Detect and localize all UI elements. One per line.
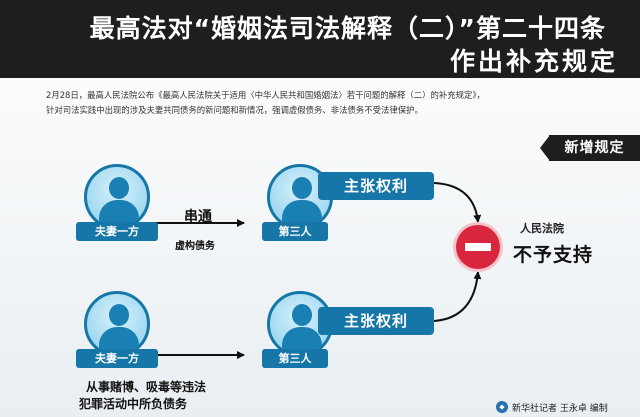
person-icon: [84, 164, 150, 230]
xinhua-logo-icon: ◆: [496, 401, 508, 413]
title-line-1: 最高法对“婚姻法司法解释（二）”第二十四条: [89, 14, 606, 43]
person-icon: [84, 291, 150, 357]
claim-rights-pill-2: 主张权利: [318, 307, 434, 335]
arrow-claim1-to-court: [433, 182, 482, 223]
new-rule-badge: 新增规定: [549, 135, 640, 161]
third-party-tag-2: 第三人: [262, 349, 328, 368]
claim-rights-pill-1: 主张权利: [318, 172, 434, 200]
court-label: 人民法院: [520, 222, 564, 235]
fake-debt-label: 虚构债务: [175, 241, 215, 252]
title-line-2: 作出补充规定: [449, 47, 618, 76]
collude-label: 串通: [184, 209, 212, 225]
third-party-tag-1: 第三人: [262, 222, 328, 241]
spouse-tag-2: 夫妻一方: [76, 349, 158, 368]
arrow-claim2-to-court: [433, 271, 482, 322]
verdict-label: 不予支持: [513, 244, 594, 266]
no-entry-icon: [456, 225, 500, 269]
spouse-tag-1: 夫妻一方: [76, 222, 158, 241]
badge-tail: [540, 135, 550, 161]
illegal-debt-line-1: 从事赌博、吸毒等违法: [86, 380, 207, 394]
illegal-debt-line-2: 犯罪活动中所负债务: [79, 397, 188, 411]
intro-line-1: 2月28日，最高人民法院公布《最高人民法院关于适用〈中华人民共和国婚姻法〉若干问…: [46, 90, 485, 100]
intro-line-2: 针对司法实践中出现的涉及夫妻共同债务的新问题和新情况，强调虚假债务、非法债务不受…: [46, 105, 423, 115]
title-banner: 最高法对“婚姻法司法解释（二）”第二十四条 作出补充规定: [0, 0, 640, 78]
credit-line: 新华社记者 王永卓 编制: [512, 404, 608, 414]
